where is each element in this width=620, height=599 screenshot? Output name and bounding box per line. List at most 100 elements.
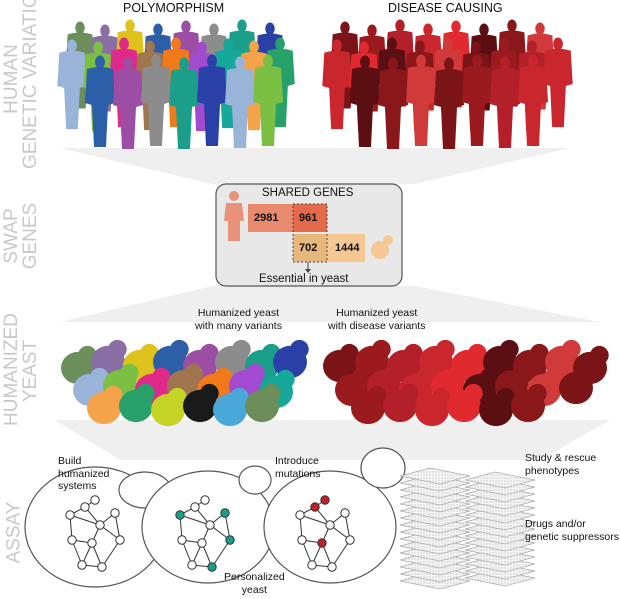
build-line1: Build — [58, 455, 82, 467]
network-node — [67, 535, 77, 545]
side-label-swap: SWAP — [1, 208, 22, 264]
side-label-genetic-variation: GENETIC VARIATION — [20, 0, 41, 169]
person-silhouette — [113, 57, 143, 149]
study-line1: Study & rescue — [525, 452, 597, 464]
shared-genes-title: SHARED GENES — [262, 187, 354, 199]
network-node — [95, 520, 105, 530]
network-node — [220, 508, 230, 518]
introduce-line2: mutations — [275, 467, 321, 480]
humanized-disease-line2: with disease variants — [328, 320, 426, 332]
disease-people-group — [322, 19, 573, 149]
study-line2: phenotypes — [525, 464, 580, 477]
network-node — [317, 538, 327, 548]
side-label-human-genetic-variation: HUMAN GENETIC VARIATION — [1, 0, 41, 169]
person-silhouette — [518, 54, 548, 146]
personalized-line2: yeast — [241, 583, 267, 596]
personalized-yeast-label: Personalized yeast — [224, 571, 285, 596]
well-plate — [399, 467, 471, 485]
side-label-assay: ASSAY — [3, 501, 25, 564]
person-silhouette — [490, 56, 520, 148]
yeast-only-bar — [327, 234, 365, 262]
funnel-human-to-swap — [60, 148, 570, 184]
network-node — [225, 535, 235, 545]
essential-arrow-head — [305, 269, 311, 273]
network-node — [327, 562, 337, 572]
funnel-swap-to-yeast — [60, 286, 600, 322]
plate-stack-study — [399, 467, 471, 590]
network-node — [200, 495, 210, 505]
humanized-yeast-many-variants — [61, 339, 309, 427]
network-edge — [299, 514, 331, 526]
network-node — [187, 560, 197, 570]
network-node — [307, 560, 317, 570]
network-node — [87, 538, 97, 548]
network-node — [90, 495, 100, 505]
person-silhouette — [350, 55, 380, 147]
human-shared-bar — [293, 204, 327, 232]
person-silhouette — [378, 57, 408, 149]
person-silhouette — [253, 54, 283, 146]
person-silhouette — [57, 39, 87, 130]
humanized-disease-variants-label: Humanized yeast with disease variants — [328, 307, 425, 333]
human-only-count: 2981 — [254, 212, 279, 224]
person-silhouette — [543, 37, 573, 128]
network-node — [205, 520, 215, 530]
yeast-shared-count: 702 — [299, 242, 318, 254]
introduce-mutations-label: Introduce mutations — [275, 455, 321, 480]
network-node — [115, 535, 125, 545]
network-node — [297, 535, 307, 545]
yeast-cell — [119, 383, 155, 423]
yeast-cell — [151, 387, 187, 427]
person-silhouette — [85, 55, 115, 147]
yeast-cell — [183, 383, 219, 423]
drugs-suppressors-label: Drugs and/or genetic suppressors — [525, 518, 619, 543]
network-node — [310, 502, 320, 512]
humanized-disease-line1: Humanized yeast — [336, 307, 418, 319]
network-edge — [69, 514, 101, 526]
network-node — [325, 520, 335, 530]
yeast-cell — [559, 365, 595, 405]
yeast-cell — [323, 343, 359, 383]
network-node — [340, 508, 350, 518]
network-build — [65, 495, 125, 572]
side-label-humanized: HUMANIZED — [1, 313, 22, 426]
humanized-many-variants-label: Humanized yeast with many variants — [195, 307, 282, 333]
study-rescue-label: Study & rescue phenotypes — [525, 452, 596, 477]
side-label-swap-genes: SWAP GENES — [1, 196, 41, 276]
well-plate — [464, 471, 536, 489]
yeast-cell — [479, 387, 515, 427]
person-silhouette — [141, 54, 171, 146]
person-silhouette — [462, 54, 492, 146]
build-line3: systems — [58, 480, 97, 492]
header-disease-causing: DISEASE CAUSING — [388, 1, 503, 15]
network-node — [320, 495, 330, 505]
network-edge — [101, 539, 121, 568]
plate-stack-drugs — [464, 471, 536, 587]
network-node — [80, 502, 90, 512]
yeast-cell — [183, 343, 219, 383]
side-label-yeast: YEAST — [20, 339, 41, 403]
side-label-humanized-yeast: HUMANIZED YEAST — [1, 313, 41, 426]
yeast-cell — [383, 383, 419, 423]
yeast-cell — [213, 387, 249, 427]
network-node — [175, 510, 185, 520]
yeast-only-count: 1444 — [335, 242, 360, 254]
network-personalized — [175, 495, 235, 572]
humanized-yeast-disease-variants — [323, 339, 609, 427]
build-line2: humanized — [58, 467, 110, 480]
network-edge — [331, 539, 351, 568]
yeast-cell — [415, 387, 451, 427]
network-edge — [211, 539, 231, 568]
person-silhouette — [197, 54, 227, 146]
humanized-many-line2: with many variants — [195, 320, 282, 332]
network-node — [77, 560, 87, 570]
personalized-line1: Personalized — [224, 571, 285, 583]
network-node — [345, 535, 355, 545]
person-silhouette — [406, 54, 436, 146]
person-silhouette — [225, 56, 255, 148]
network-node — [190, 502, 200, 512]
human-only-bar — [248, 204, 293, 232]
human-small-icon — [224, 191, 244, 241]
yeast-small-icon — [371, 235, 393, 259]
